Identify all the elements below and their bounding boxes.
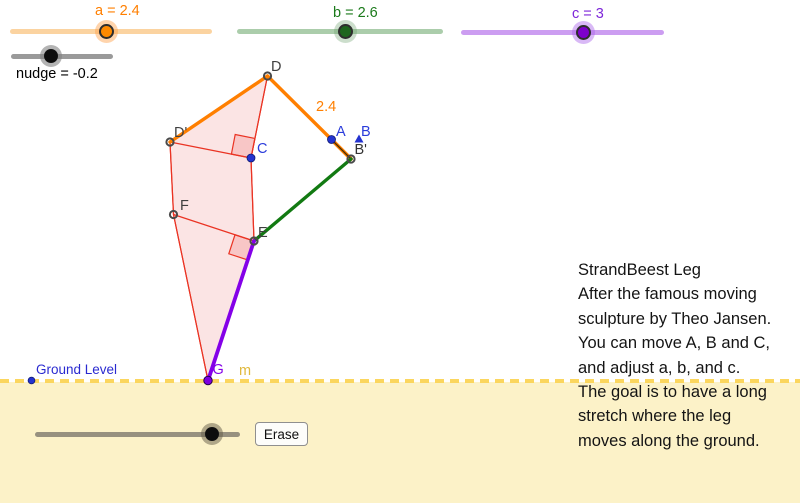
slider-nudge-handle[interactable] xyxy=(44,49,58,63)
segment-dprime-c xyxy=(169,141,252,159)
slider-c-track[interactable] xyxy=(461,29,664,35)
ground-region xyxy=(0,382,800,503)
description-line: After the famous moving xyxy=(578,285,757,304)
ground-level-label: Ground Level xyxy=(36,362,118,377)
point-E xyxy=(249,236,259,246)
slider-b: b = 2.6 xyxy=(237,5,443,39)
segment-dprime-d xyxy=(168,74,270,144)
point-B[interactable] xyxy=(354,134,364,143)
description-line: The goal is to have a long xyxy=(578,383,767,402)
label-E: E xyxy=(258,225,268,241)
slider-b-handle[interactable] xyxy=(337,23,353,39)
slider-nudge: nudge = -0.2 xyxy=(11,48,113,82)
point-A[interactable] xyxy=(327,135,336,144)
point-D xyxy=(262,71,273,81)
point-G xyxy=(203,375,213,386)
point-B-prime xyxy=(346,154,356,164)
description-line: moves along the ground. xyxy=(578,431,760,450)
slider-b-label: b = 2.6 xyxy=(333,5,378,21)
slider-a-label: a = 2.4 xyxy=(95,3,140,19)
segment-c-e xyxy=(250,157,255,242)
label-G: G xyxy=(213,362,224,378)
label-D-prime: D' xyxy=(174,125,187,141)
point-ground xyxy=(27,376,36,385)
label-m: m xyxy=(239,363,251,379)
slider-a: a = 2.4 xyxy=(10,3,212,39)
segment-e-g xyxy=(206,239,256,383)
segment-f-g xyxy=(172,213,209,382)
description-line: stretch where the leg xyxy=(578,407,732,426)
label-B: B xyxy=(361,124,371,140)
slider-c: c = 3 xyxy=(461,6,664,40)
description-line: sculpture by Theo Jansen. xyxy=(578,309,772,328)
label-segment-length: 2.4 xyxy=(316,99,336,115)
slider-a-handle[interactable] xyxy=(98,23,114,39)
segment-f-e xyxy=(172,213,255,242)
label-A: A xyxy=(336,124,346,140)
point-F xyxy=(168,209,179,220)
description-line: StrandBeest Leg xyxy=(578,261,701,279)
description-line: and adjust a, b, and c. xyxy=(578,358,741,377)
slider-c-handle[interactable] xyxy=(575,24,591,40)
slider-nudge-track[interactable] xyxy=(11,53,113,59)
point-D-prime xyxy=(165,137,175,147)
ground-dashed-line xyxy=(0,378,800,383)
segment-bprime-e xyxy=(252,157,353,243)
slider-animation xyxy=(35,426,240,442)
label-B-prime: B' xyxy=(355,142,368,158)
leg-body-polygon xyxy=(169,74,269,383)
slider-animation-track[interactable] xyxy=(35,431,240,437)
segment-d-c xyxy=(250,75,269,159)
slider-c-label: c = 3 xyxy=(572,6,604,22)
segment-d-a xyxy=(265,74,334,142)
slider-animation-handle[interactable] xyxy=(205,427,219,441)
point-C[interactable] xyxy=(246,153,256,163)
label-F: F xyxy=(180,198,189,214)
erase-button[interactable]: Erase xyxy=(255,422,308,446)
description-line: You can move A, B and C, xyxy=(578,334,771,353)
segment-dprime-f xyxy=(169,141,175,216)
slider-nudge-label: nudge = -0.2 xyxy=(16,66,98,82)
label-C: C xyxy=(257,141,267,157)
description-text: StrandBeest Leg After the famous moving … xyxy=(578,258,798,453)
label-D: D xyxy=(271,59,281,75)
